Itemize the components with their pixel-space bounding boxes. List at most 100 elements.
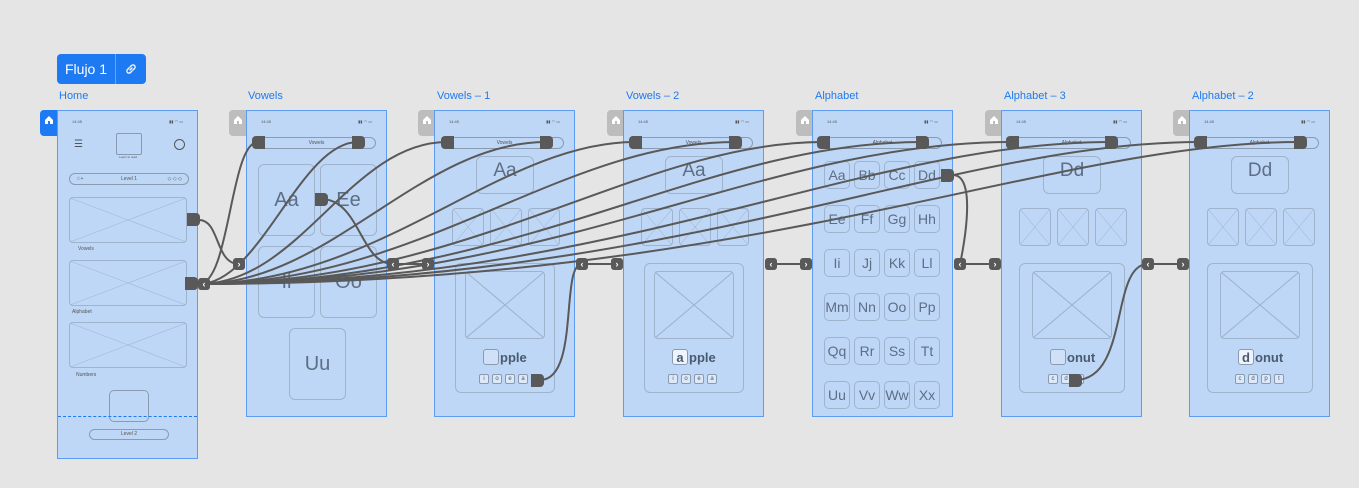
frame-vowels[interactable]: 14:45▮▮ ◠ ▭ Vowels Aa Ee Ii Oo Uu [246,110,387,417]
chevron-right-icon[interactable]: › [1177,258,1189,270]
home-icon[interactable] [796,110,814,136]
connection-node[interactable] [441,136,454,149]
option[interactable]: i [479,374,489,384]
level-2-pill[interactable]: Level 2 [89,429,169,440]
chevron-right-icon[interactable]: › [989,258,1001,270]
chevron-left-icon[interactable]: ‹ [576,258,588,270]
link-icon[interactable] [115,54,146,84]
card-numbers-image[interactable] [69,322,187,368]
vowel-tile-e[interactable]: Ee [320,164,377,236]
connection-node[interactable] [1194,136,1207,149]
home-icon[interactable] [1173,110,1191,136]
alphabet-cell-x[interactable]: Xx [914,381,940,409]
alphabet-cell-e[interactable]: Ee [824,205,850,233]
alphabet-cell-j[interactable]: Jj [854,249,880,277]
home-icon[interactable] [985,110,1003,136]
option[interactable]: i [668,374,678,384]
chevron-right-icon[interactable]: › [800,258,812,270]
connection-node[interactable] [352,136,365,149]
option[interactable]: t [1274,374,1284,384]
option[interactable]: c [1048,374,1058,384]
option[interactable]: c [1235,374,1245,384]
alphabet-cell-d[interactable]: Dd [914,161,940,189]
letter-card[interactable]: Aa [476,156,534,194]
alphabet-cell-k[interactable]: Kk [884,249,910,277]
connection-node[interactable] [1006,136,1019,149]
letter-card[interactable]: Dd [1231,156,1289,194]
flow-name[interactable]: Flujo 1 [65,61,108,77]
filled-slot[interactable]: a [672,349,688,365]
alphabet-cell-h[interactable]: Hh [914,205,940,233]
alphabet-cell-r[interactable]: Rr [854,337,880,365]
alphabet-cell-p[interactable]: Pp [914,293,940,321]
option[interactable]: o [492,374,502,384]
alphabet-cell-b[interactable]: Bb [854,161,880,189]
start-frame-home-icon[interactable] [40,110,58,136]
home-icon[interactable] [229,110,247,136]
alphabet-cell-f[interactable]: Ff [854,205,880,233]
chevron-left-icon[interactable]: ‹ [1142,258,1154,270]
home-icon[interactable] [607,110,625,136]
home-icon[interactable] [418,110,436,136]
frame-label-vowels-1[interactable]: Vowels – 1 [437,90,491,102]
blank-slot[interactable] [483,349,499,365]
alphabet-cell-v[interactable]: Vv [854,381,880,409]
option[interactable]: a [707,374,717,384]
vowel-tile-i[interactable]: Ii [258,246,315,318]
connection-node[interactable] [1069,374,1082,387]
connection-node[interactable] [315,193,328,206]
connection-node[interactable] [1294,136,1307,149]
filled-slot[interactable]: d [1238,349,1254,365]
flow-badge[interactable]: Flujo 1 [57,54,147,84]
connection-node[interactable] [1105,136,1118,149]
chevron-right-icon[interactable]: › [422,258,434,270]
frame-home[interactable]: 14:45▮▮ ◠ ▭ ☰ Learn to read ☆+ Level 1 ◇… [57,110,198,459]
chevron-right-icon[interactable]: › [233,258,245,270]
connection-node[interactable] [185,277,198,290]
letter-card[interactable]: Aa [665,156,723,194]
vowel-tile-a[interactable]: Aa [258,164,315,236]
connection-node[interactable] [187,213,200,226]
chevron-left-icon[interactable]: ‹ [198,278,210,290]
vowel-tile-u[interactable]: Uu [289,328,346,400]
profile-icon[interactable] [174,139,185,150]
alphabet-cell-q[interactable]: Qq [824,337,850,365]
chevron-left-icon[interactable]: ‹ [387,258,399,270]
connection-node[interactable] [817,136,830,149]
alphabet-cell-l[interactable]: Ll [914,249,940,277]
option[interactable]: d [1248,374,1258,384]
connection-node[interactable] [531,374,544,387]
blank-slot[interactable] [1050,349,1066,365]
card-alphabet-image[interactable] [69,260,187,306]
option[interactable]: p [1261,374,1271,384]
alphabet-cell-i[interactable]: Ii [824,249,850,277]
frame-label-vowels-2[interactable]: Vowels – 2 [626,90,680,102]
option[interactable]: a [518,374,528,384]
alphabet-cell-o[interactable]: Oo [884,293,910,321]
chevron-left-icon[interactable]: ‹ [954,258,966,270]
connection-node[interactable] [941,169,954,182]
connection-node[interactable] [729,136,742,149]
alphabet-cell-s[interactable]: Ss [884,337,910,365]
card-vowels-image[interactable] [69,197,187,243]
vowel-tile-o[interactable]: Oo [320,246,377,318]
alphabet-cell-t[interactable]: Tt [914,337,940,365]
frame-label-home[interactable]: Home [59,90,89,102]
level-1-pill[interactable]: ☆+ Level 1 ◇ ◇ ◇ [69,173,189,185]
frame-label-alphabet[interactable]: Alphabet [815,90,859,102]
alphabet-cell-n[interactable]: Nn [854,293,880,321]
connection-node[interactable] [916,136,929,149]
alphabet-cell-m[interactable]: Mm [824,293,850,321]
alphabet-cell-w[interactable]: Ww [884,381,910,409]
option[interactable]: e [505,374,515,384]
frame-label-alphabet-3[interactable]: Alphabet – 3 [1004,90,1066,102]
frame-alphabet-3[interactable]: 14:45▮▮ ◠ ▭ Alphabet Dd onut c d t [1001,110,1142,417]
frame-label-alphabet-2[interactable]: Alphabet – 2 [1192,90,1254,102]
option[interactable]: e [694,374,704,384]
connection-node[interactable] [629,136,642,149]
chevron-left-icon[interactable]: ‹ [765,258,777,270]
alphabet-cell-u[interactable]: Uu [824,381,850,409]
